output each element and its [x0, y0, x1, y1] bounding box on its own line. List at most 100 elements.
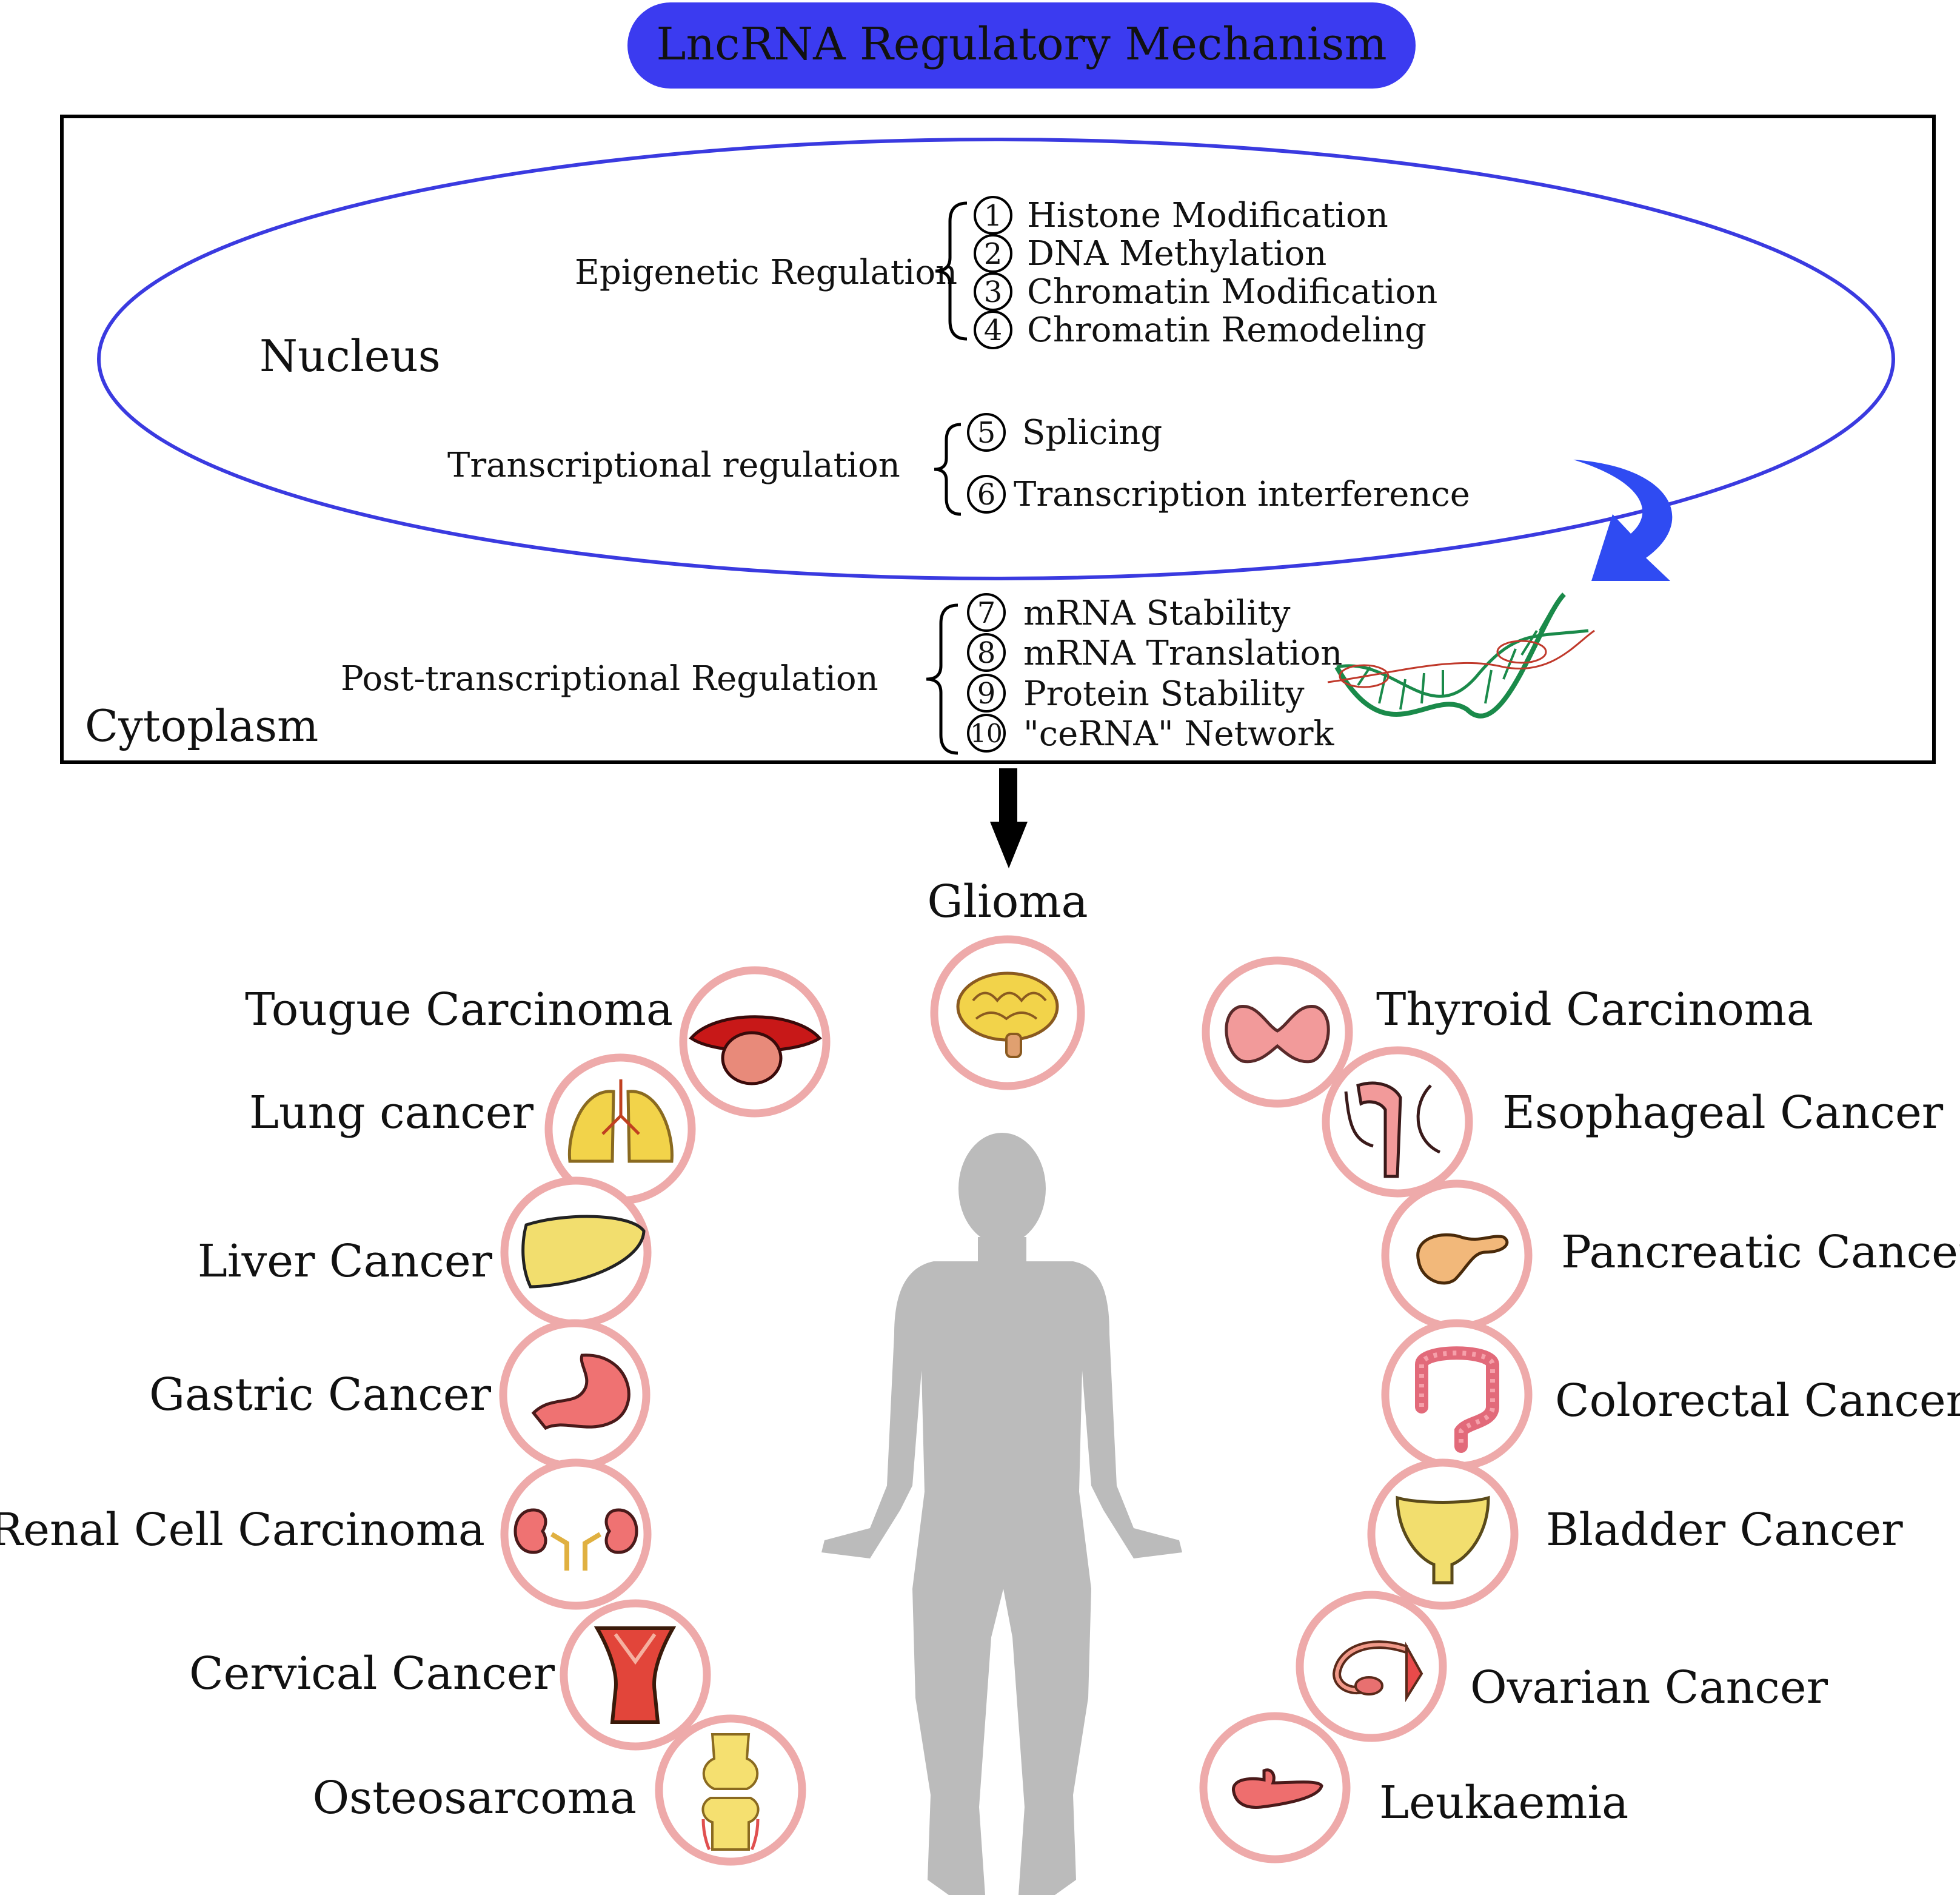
mouth-tongue-icon: [689, 1015, 822, 1085]
down-arrow-icon: [990, 768, 1028, 868]
cancer-renal: Renal Cell Carcinoma: [0, 1458, 652, 1610]
cancer-gastric: Gastric Cancer: [149, 1319, 651, 1471]
item-number: 6: [977, 478, 996, 512]
item-6: 6 Transcription interference: [967, 475, 1470, 514]
cancer-label: Bladder Cancer: [1546, 1504, 1903, 1556]
cancer-label: Liver Cancer: [198, 1235, 493, 1287]
item-2: 2 DNA Methylation: [974, 234, 1326, 273]
item-text: Splicing: [1022, 413, 1162, 452]
item-3: 3 Chromatin Modification: [974, 272, 1437, 312]
cancer-liver: Liver Cancer: [198, 1176, 652, 1328]
stomach-icon: [531, 1353, 630, 1430]
item-9: 9 Protein Stability: [967, 674, 1305, 714]
cancer-lung: Lung cancer: [249, 1053, 696, 1205]
bone-joint-icon: [701, 1733, 760, 1851]
human-silhouette-icon: [821, 1133, 1182, 1895]
cancer-cervical: Cervical Cancer: [189, 1599, 711, 1751]
item-number: 10: [970, 719, 1002, 748]
number-circle: [967, 633, 1006, 672]
nucleus-ellipse: [97, 138, 1895, 580]
number-circle: [974, 310, 1012, 349]
organ-ring: [1296, 1591, 1447, 1742]
esophagus-icon: [1344, 1081, 1441, 1178]
item-10: 10 "ceRNA" Network: [967, 714, 1334, 754]
cancer-colorectal: Colorectal Cancer: [1381, 1319, 1960, 1471]
spleen-icon: [1232, 1768, 1323, 1809]
epigenetic-brace: [935, 201, 968, 341]
number-circle: [967, 674, 1006, 713]
transcriptional-brace: [934, 423, 962, 516]
cancer-ovarian: Ovarian Cancer: [1296, 1591, 1828, 1742]
item-text: Protein Stability: [1023, 674, 1305, 714]
item-text: Chromatin Remodeling: [1027, 310, 1427, 350]
cytoplasm-label: Cytoplasm: [85, 700, 318, 751]
number-circle: [974, 196, 1012, 235]
cancer-bladder: Bladder Cancer: [1367, 1458, 1903, 1610]
cancer-label: Tougue Carcinoma: [245, 984, 673, 1036]
cervix-icon: [594, 1626, 677, 1724]
epigenetic-label: Epigenetic Regulation: [575, 253, 957, 292]
post-transcriptional-label: Post-transcriptional Regulation: [341, 659, 878, 699]
kidneys-icon: [513, 1508, 638, 1571]
item-1: 1 Histone Modification: [974, 196, 1388, 235]
number-circle: [974, 272, 1012, 311]
item-number: 9: [977, 677, 996, 711]
ovary-icon: [1332, 1640, 1423, 1702]
export-arrow-icon: [1573, 460, 1673, 581]
cancer-label: Esophageal Cancer: [1502, 1087, 1944, 1139]
cancer-label: Ovarian Cancer: [1470, 1662, 1828, 1714]
item-7: 7 mRNA Stability: [967, 593, 1291, 633]
cancer-label: Osteosarcoma: [313, 1772, 637, 1824]
number-circle: [967, 413, 1006, 452]
item-number: 3: [984, 275, 1003, 309]
cancer-label: Lung cancer: [249, 1087, 534, 1139]
post-transcriptional-group: Post-transcriptional Regulation 7 mRNA S…: [341, 593, 1342, 755]
item-number: 8: [977, 636, 996, 670]
number-circle: [974, 234, 1012, 273]
epigenetic-group: Epigenetic Regulation 1 Histone Modifica…: [575, 196, 1437, 350]
cancer-label: Leukaemia: [1379, 1777, 1628, 1829]
cancer-leukaemia: Leukaemia: [1199, 1712, 1628, 1863]
title-banner: LncRNA Regulatory Mechanism: [627, 2, 1416, 89]
cell-box: [60, 115, 1936, 764]
item-text: Transcription interference: [1014, 475, 1470, 514]
thyroid-icon: [1225, 1005, 1330, 1064]
liver-icon: [521, 1215, 646, 1289]
item-number: 7: [977, 596, 996, 630]
number-circle: [967, 714, 1006, 753]
item-number: 1: [984, 199, 1003, 233]
item-text: Histone Modification: [1027, 196, 1388, 235]
cancer-label: Thyroid Carcinoma: [1376, 984, 1813, 1036]
cancer-label: Cervical Cancer: [189, 1648, 555, 1700]
item-text: mRNA Stability: [1023, 594, 1291, 633]
brain-icon: [956, 971, 1059, 1058]
pancreas-icon: [1416, 1233, 1509, 1285]
cancer-glioma: Glioma: [927, 876, 1088, 1090]
item-number: 5: [977, 416, 996, 450]
cancer-tongue: Tougue Carcinoma: [245, 966, 831, 1118]
item-5: 5 Splicing: [967, 413, 1162, 452]
item-text: DNA Methylation: [1027, 234, 1326, 273]
nucleus-label: Nucleus: [259, 330, 441, 381]
cancer-thyroid: Thyroid Carcinoma: [1202, 956, 1813, 1108]
item-4: 4 Chromatin Remodeling: [974, 310, 1427, 350]
title-text: LncRNA Regulatory Mechanism: [656, 18, 1386, 70]
transcriptional-label: Transcriptional regulation: [447, 446, 900, 485]
cancer-label: Gastric Cancer: [149, 1369, 492, 1421]
title-pill: [627, 2, 1416, 89]
cancer-osteosarcoma: Osteosarcoma: [313, 1714, 806, 1866]
item-text: mRNA Translation: [1023, 634, 1342, 673]
post-transcriptional-brace: [926, 603, 958, 755]
number-circle: [967, 593, 1006, 632]
item-text: "ceRNA" Network: [1023, 714, 1334, 754]
dna-strand-icon: [1327, 592, 1595, 719]
cancer-pancreatic: Pancreatic Cancer: [1381, 1179, 1960, 1331]
item-8: 8 mRNA Translation: [967, 633, 1342, 673]
cancer-label: Pancreatic Cancer: [1561, 1226, 1960, 1278]
lungs-icon: [567, 1079, 674, 1163]
cancer-label: Colorectal Cancer: [1555, 1375, 1960, 1427]
transcriptional-group: Transcriptional regulation 5 Splicing 6 …: [447, 413, 1470, 516]
item-number: 2: [984, 237, 1003, 271]
cancer-label: Glioma: [927, 876, 1088, 928]
cancer-esophageal: Esophageal Cancer: [1322, 1046, 1944, 1198]
